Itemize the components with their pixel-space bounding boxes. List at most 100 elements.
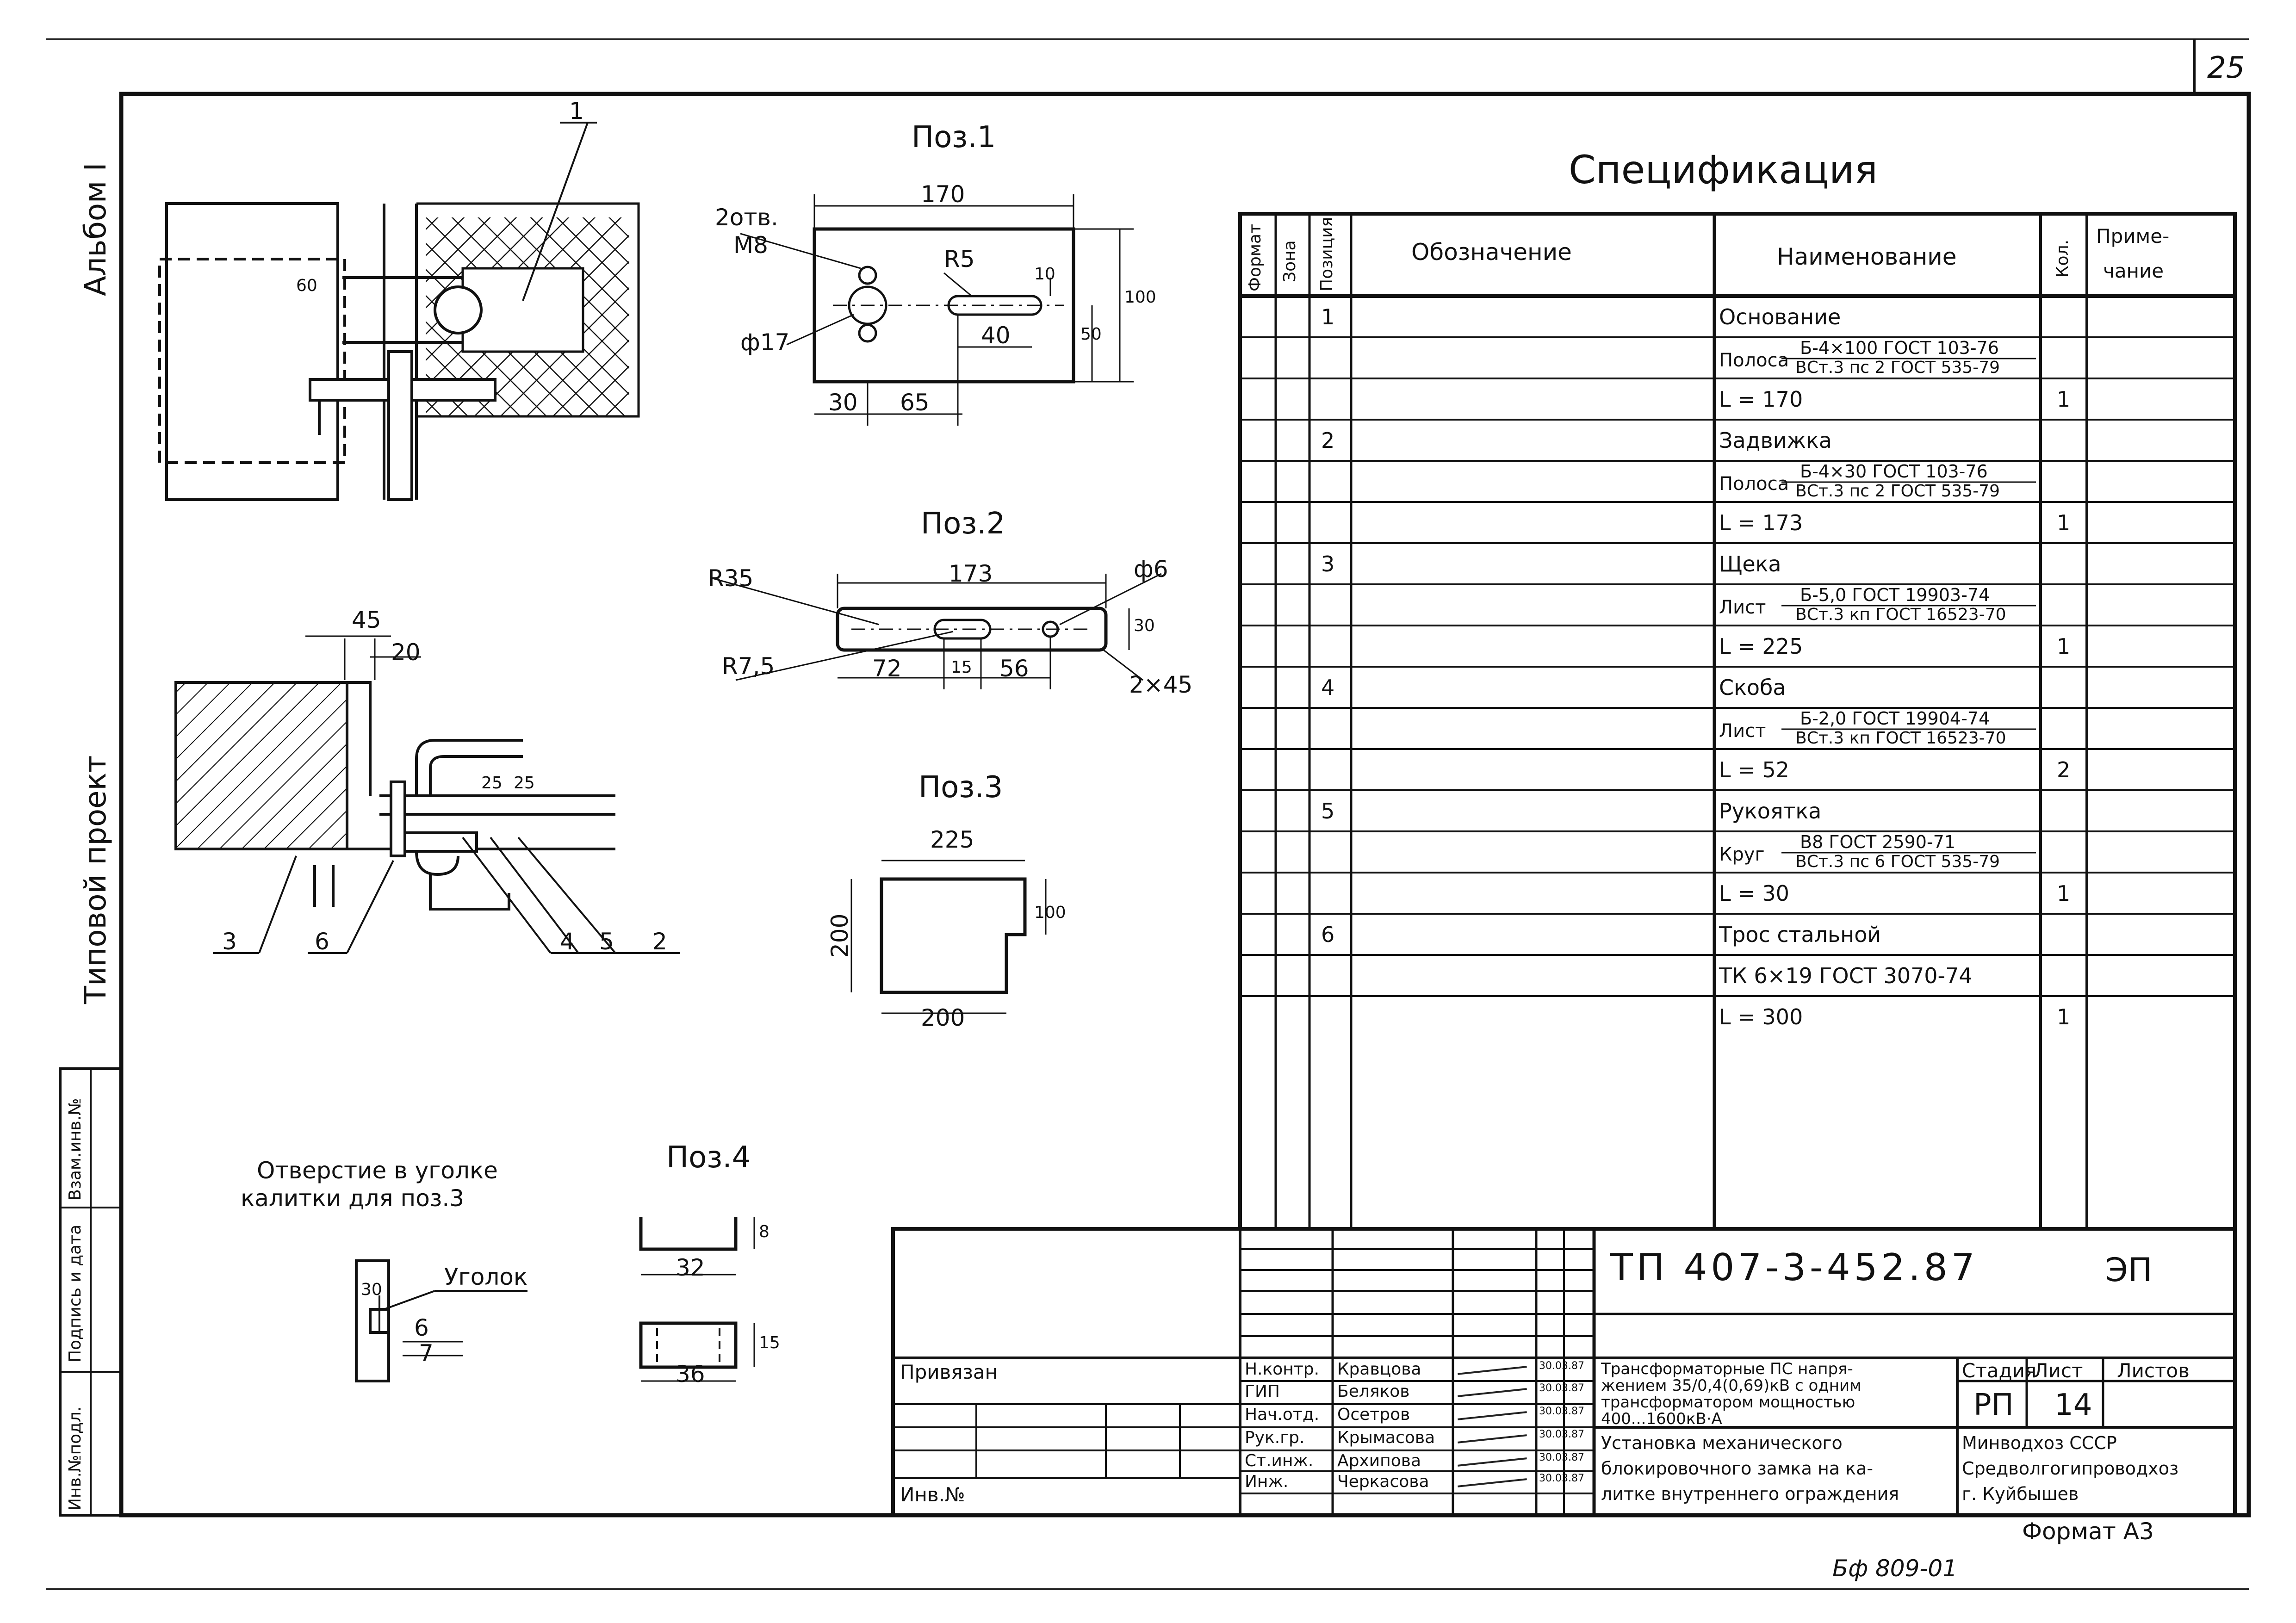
sheet-title-line: литке внутреннего ограждения <box>1601 1484 1899 1504</box>
spec-position: 4 <box>1321 675 1335 700</box>
pos4-dim-36: 36 <box>676 1361 705 1388</box>
signature-name: Черкасова <box>1337 1472 1429 1491</box>
spec-material-size: Б-5,0 ГОСТ 19903-74 <box>1800 585 1990 605</box>
hole-note-line1: Отверстие в уголке <box>257 1157 498 1184</box>
leader-label-2: 2 <box>652 928 667 955</box>
pos1-dim-10: 10 <box>1034 265 1055 284</box>
pos1-dim-65: 65 <box>900 389 930 416</box>
spec-header-format: Формат <box>1246 223 1265 291</box>
object-line: трансформатором мощностью <box>1601 1393 1855 1412</box>
pos3-dim-200: 200 <box>921 1004 965 1031</box>
pos1-title: Поз.1 <box>912 120 996 155</box>
spec-position: 1 <box>1321 304 1335 329</box>
pos2-dim-56: 56 <box>999 655 1029 682</box>
pos1-thread: М8 <box>733 232 768 259</box>
pos2-dim-30: 30 <box>1134 616 1155 635</box>
pos1-dim-length: 170 <box>921 181 965 208</box>
spec-quantity: 1 <box>2057 1004 2071 1029</box>
spec-name: ТК 6×19 ГОСТ 3070-74 <box>1719 963 1973 988</box>
spec-material-grade: ВСт.3 пс 2 ГОСТ 535-79 <box>1795 358 2000 377</box>
organization-line: Средволгогипроводхоз <box>1962 1458 2179 1479</box>
spec-name: Трос стальной <box>1719 922 1881 947</box>
leader-label-5: 5 <box>599 928 614 955</box>
signature-name: Кравцова <box>1337 1360 1421 1379</box>
spec-quantity: 2 <box>2057 757 2071 782</box>
signature-name: Осетров <box>1337 1405 1410 1424</box>
organization-line: Минводхоз СССР <box>1962 1433 2117 1453</box>
spec-name: Рукоятка <box>1719 799 1822 824</box>
spec-position: 5 <box>1321 799 1335 824</box>
spec-quantity: 1 <box>2057 510 2071 535</box>
object-line: жением 35/0,4(0,69)кВ с одним <box>1601 1376 1862 1395</box>
signature-role: Инж. <box>1245 1472 1289 1491</box>
sheet-label: Лист <box>2034 1359 2083 1382</box>
pos1-dim-40: 40 <box>981 322 1011 349</box>
spec-quantity: 1 <box>2057 387 2071 412</box>
signature-role: ГИП <box>1245 1382 1280 1401</box>
spec-name: Щека <box>1719 551 1781 576</box>
spec-header-position: Позиция <box>1317 217 1336 291</box>
leader-label-6: 6 <box>315 928 329 955</box>
archive-stamp: Бф 809-01 <box>1832 1555 1958 1582</box>
spec-material-grade: ВСт.3 пс 6 ГОСТ 535-79 <box>1795 852 2000 871</box>
spec-header-note-2: чание <box>2103 260 2164 282</box>
spec-name: Скоба <box>1719 675 1786 700</box>
angle-dim-30: 30 <box>361 1280 382 1299</box>
spec-position: 2 <box>1321 428 1335 453</box>
signature-date: 30.03.87 <box>1539 1429 1584 1440</box>
signature-date: 30.03.87 <box>1539 1360 1584 1372</box>
pos2-r75: R7,5 <box>722 653 775 680</box>
spec-position: 3 <box>1321 551 1335 576</box>
spec-header-note-1: Приме- <box>2096 225 2170 248</box>
spec-header-zone: Зона <box>1280 240 1299 282</box>
signature-role: Нач.отд. <box>1245 1405 1320 1424</box>
pos3-dim-100: 100 <box>1034 903 1066 922</box>
object-line: Трансформаторные ПС напря- <box>1601 1360 1853 1378</box>
spec-material-type: Полоса <box>1719 350 1789 371</box>
side-inv-orig: Инв.№подл. <box>66 1406 85 1511</box>
pos1-holes: 2отв. <box>715 204 778 231</box>
signature-role: Рук.гр. <box>1245 1428 1305 1447</box>
sheet-value: 14 <box>2054 1388 2092 1422</box>
pos3-dim-225: 225 <box>930 826 974 853</box>
pos2-chamfer: 2×45 <box>1129 671 1193 698</box>
top-view-dim-60: 60 <box>296 276 317 295</box>
signature-name: Архипова <box>1337 1451 1421 1470</box>
spec-name: L = 170 <box>1719 387 1803 412</box>
pos1-dim-50: 50 <box>1080 325 1102 344</box>
spec-header-qty: Кол. <box>2053 239 2072 278</box>
spec-material-grade: ВСт.3 кп ГОСТ 16523-70 <box>1795 729 2006 748</box>
pos1-radius: R5 <box>944 246 975 273</box>
spec-name: Задвижка <box>1719 428 1832 453</box>
pos4-dim-32: 32 <box>676 1254 705 1281</box>
spec-title: Спецификация <box>1569 147 1878 192</box>
pos2-dim-173: 173 <box>949 560 993 587</box>
spec-header-name: Наименование <box>1777 243 1957 270</box>
section-dim-45: 45 <box>352 607 381 633</box>
side-project-label: Типовой проект <box>79 755 113 1004</box>
spec-quantity: 1 <box>2057 881 2071 906</box>
angle-dim-7: 7 <box>419 1340 434 1367</box>
hole-note-line2: калитки для поз.3 <box>241 1185 465 1212</box>
leader-label-1: 1 <box>569 98 584 124</box>
pos1-dim-100: 100 <box>1124 288 1156 307</box>
leader-label-4: 4 <box>560 928 575 955</box>
document-code: ТП 407-3-452.87 <box>1610 1246 1979 1289</box>
signature-name: Беляков <box>1337 1382 1410 1401</box>
signature-date: 30.03.87 <box>1539 1382 1584 1394</box>
pos1-dim-30: 30 <box>828 389 858 416</box>
stage-label: Стадия <box>1962 1359 2037 1382</box>
spec-name: L = 52 <box>1719 757 1789 782</box>
signature-date: 30.03.87 <box>1539 1452 1584 1463</box>
side-album-label: Альбом I <box>79 162 113 296</box>
section-dim-25b: 25 <box>514 774 535 793</box>
sheet-title-line: Установка механического <box>1601 1433 1843 1453</box>
document-section: ЭП <box>2105 1251 2153 1289</box>
leader-label-3: 3 <box>222 928 237 955</box>
spec-material-grade: ВСт.3 пс 2 ГОСТ 535-79 <box>1795 482 2000 501</box>
pos2-title: Поз.2 <box>921 507 1005 541</box>
inv-no-label: Инв.№ <box>900 1483 965 1506</box>
spec-position: 6 <box>1321 922 1335 947</box>
signature-role: Н.контр. <box>1245 1360 1320 1379</box>
page-number: 25 <box>2207 51 2245 85</box>
